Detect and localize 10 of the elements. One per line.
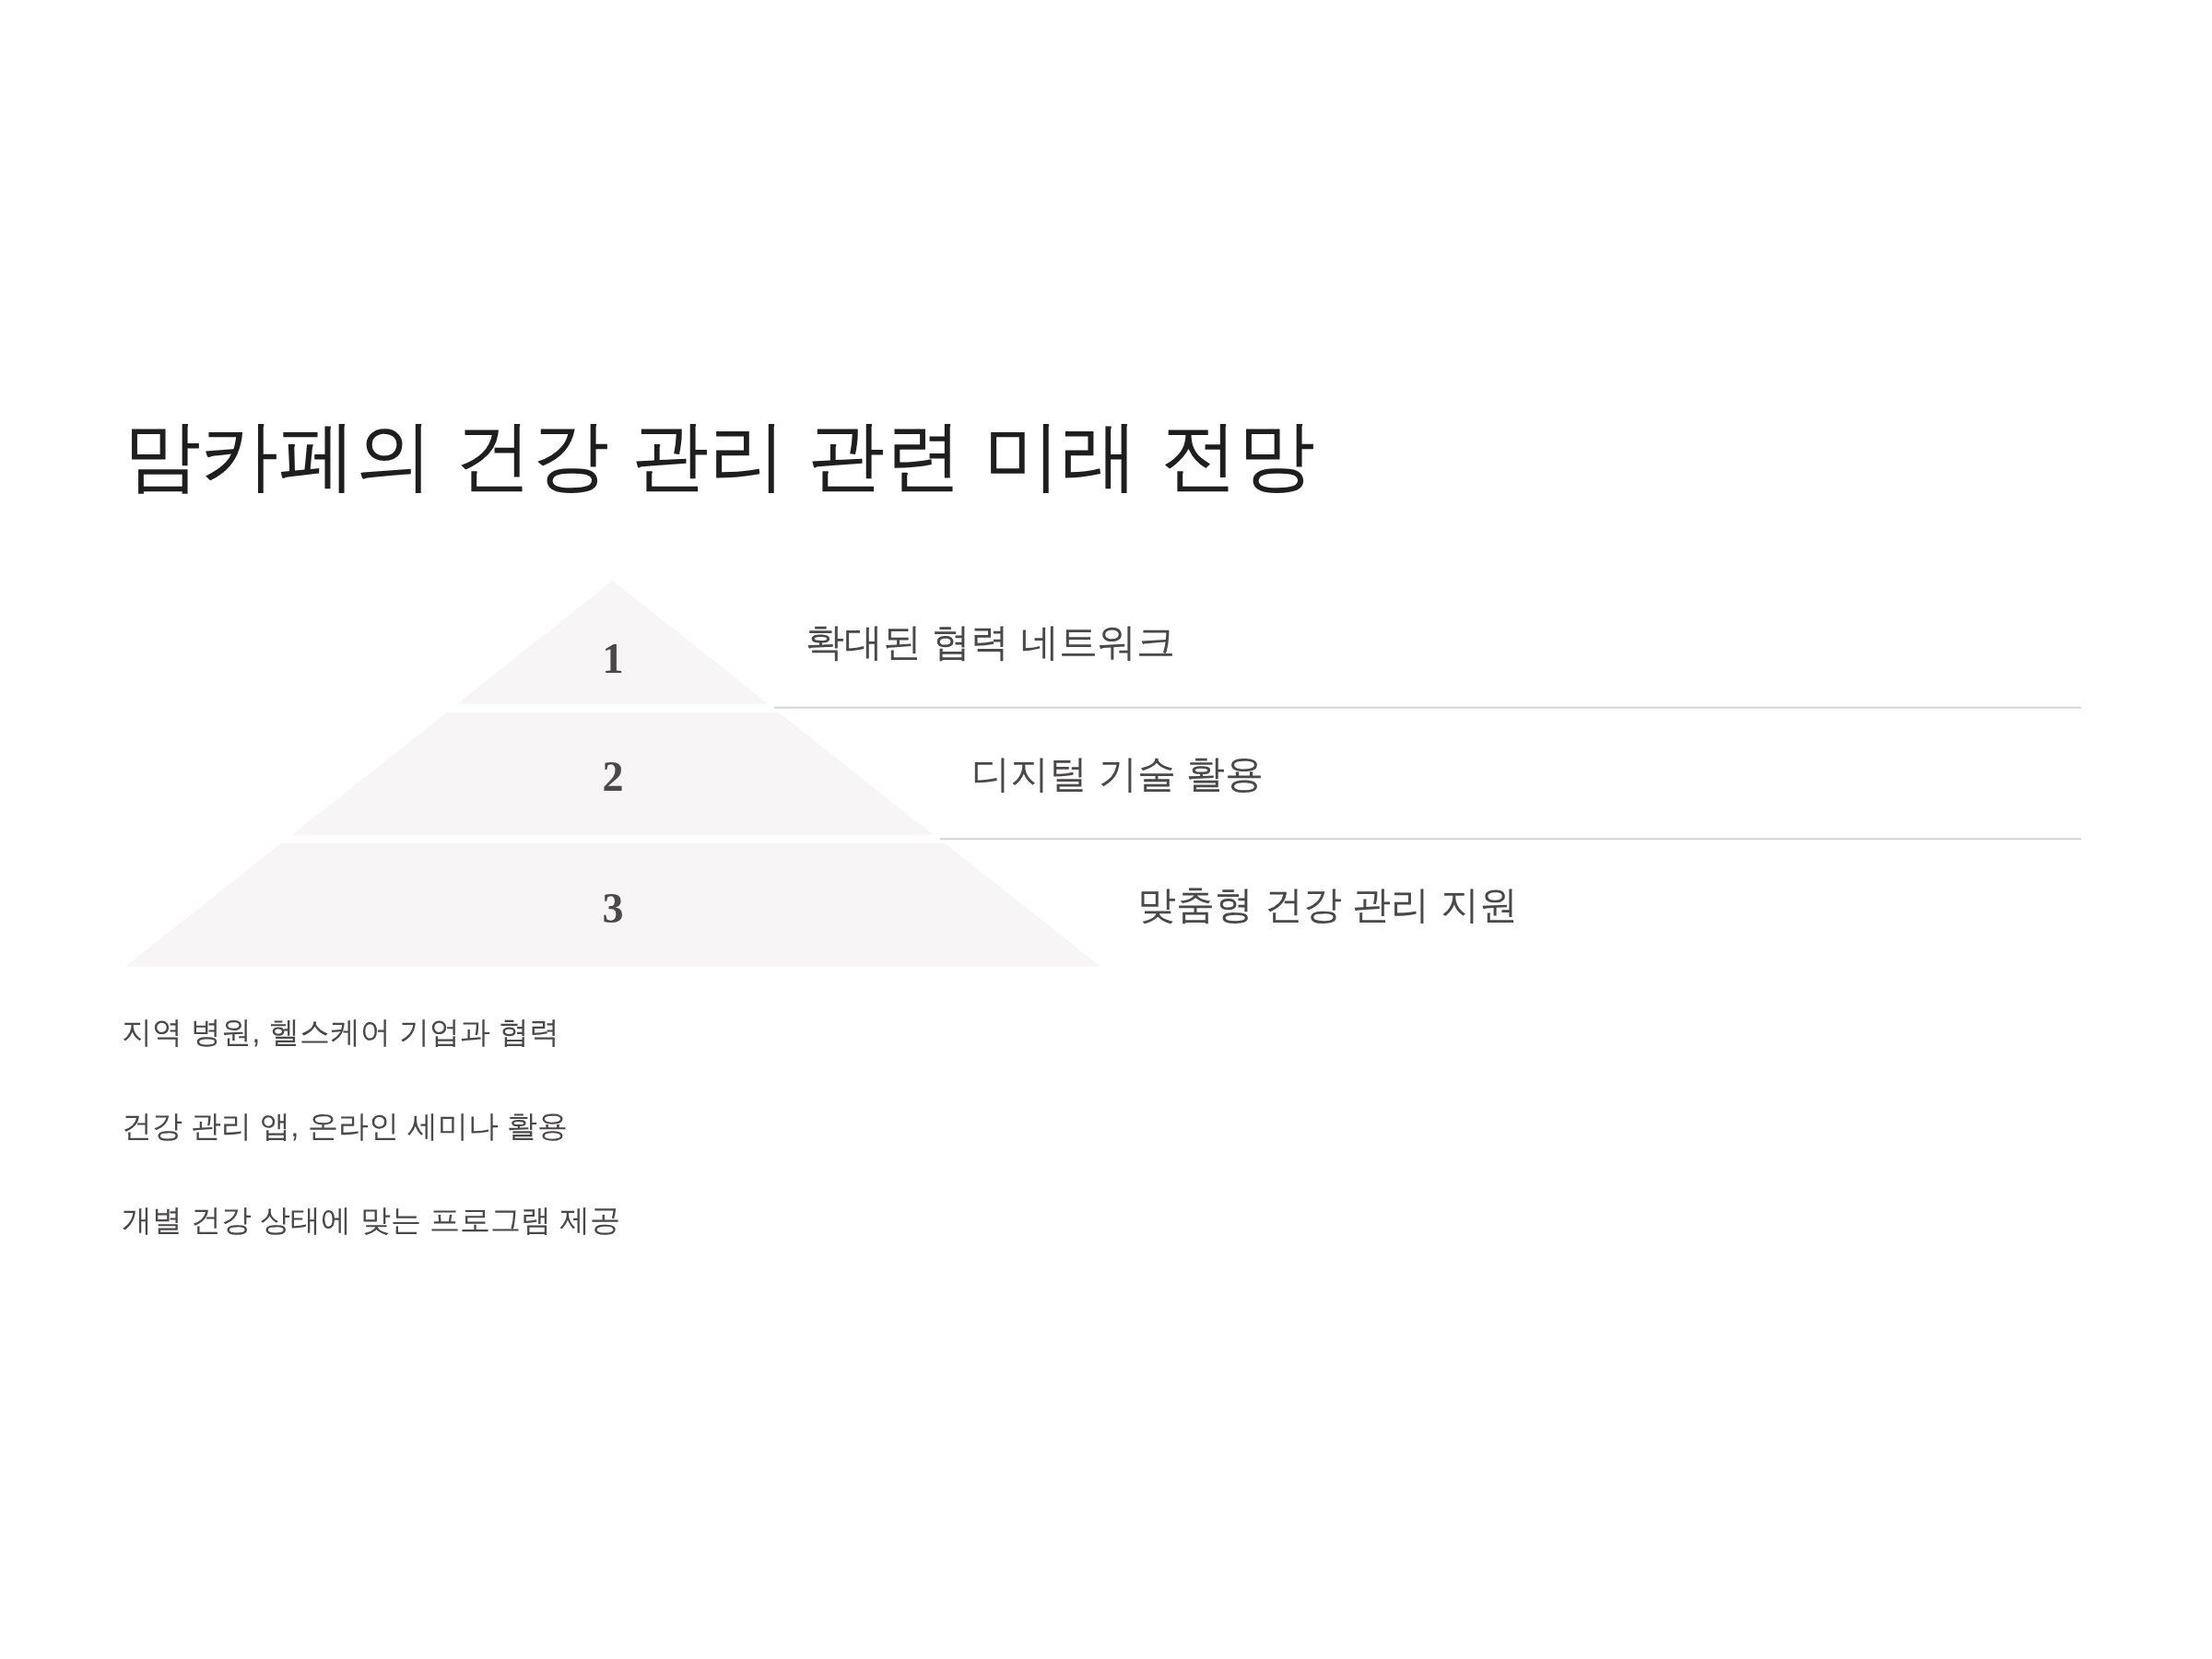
tier-number: 3	[602, 888, 624, 931]
tier-label: 확대된 협력 네트워크	[805, 618, 1176, 665]
tier-number: 2	[602, 756, 624, 799]
description-text: 건강 관리 앱, 온라인 세미나 활용	[122, 1108, 569, 1145]
description-text: 개별 건강 상태에 맞는 프로그램 제공	[122, 1202, 620, 1239]
title: 맘카페의 건강 관리 관련 미래 전망	[124, 417, 1315, 494]
tier-label: 디지털 기술 활용	[971, 750, 1265, 797]
tier-number: 1	[602, 637, 624, 680]
description-text: 지역 병원, 헬스케어 기업과 협력	[122, 1014, 560, 1051]
tier-label: 맞춤형 건강 관리 지원	[1137, 881, 1518, 928]
